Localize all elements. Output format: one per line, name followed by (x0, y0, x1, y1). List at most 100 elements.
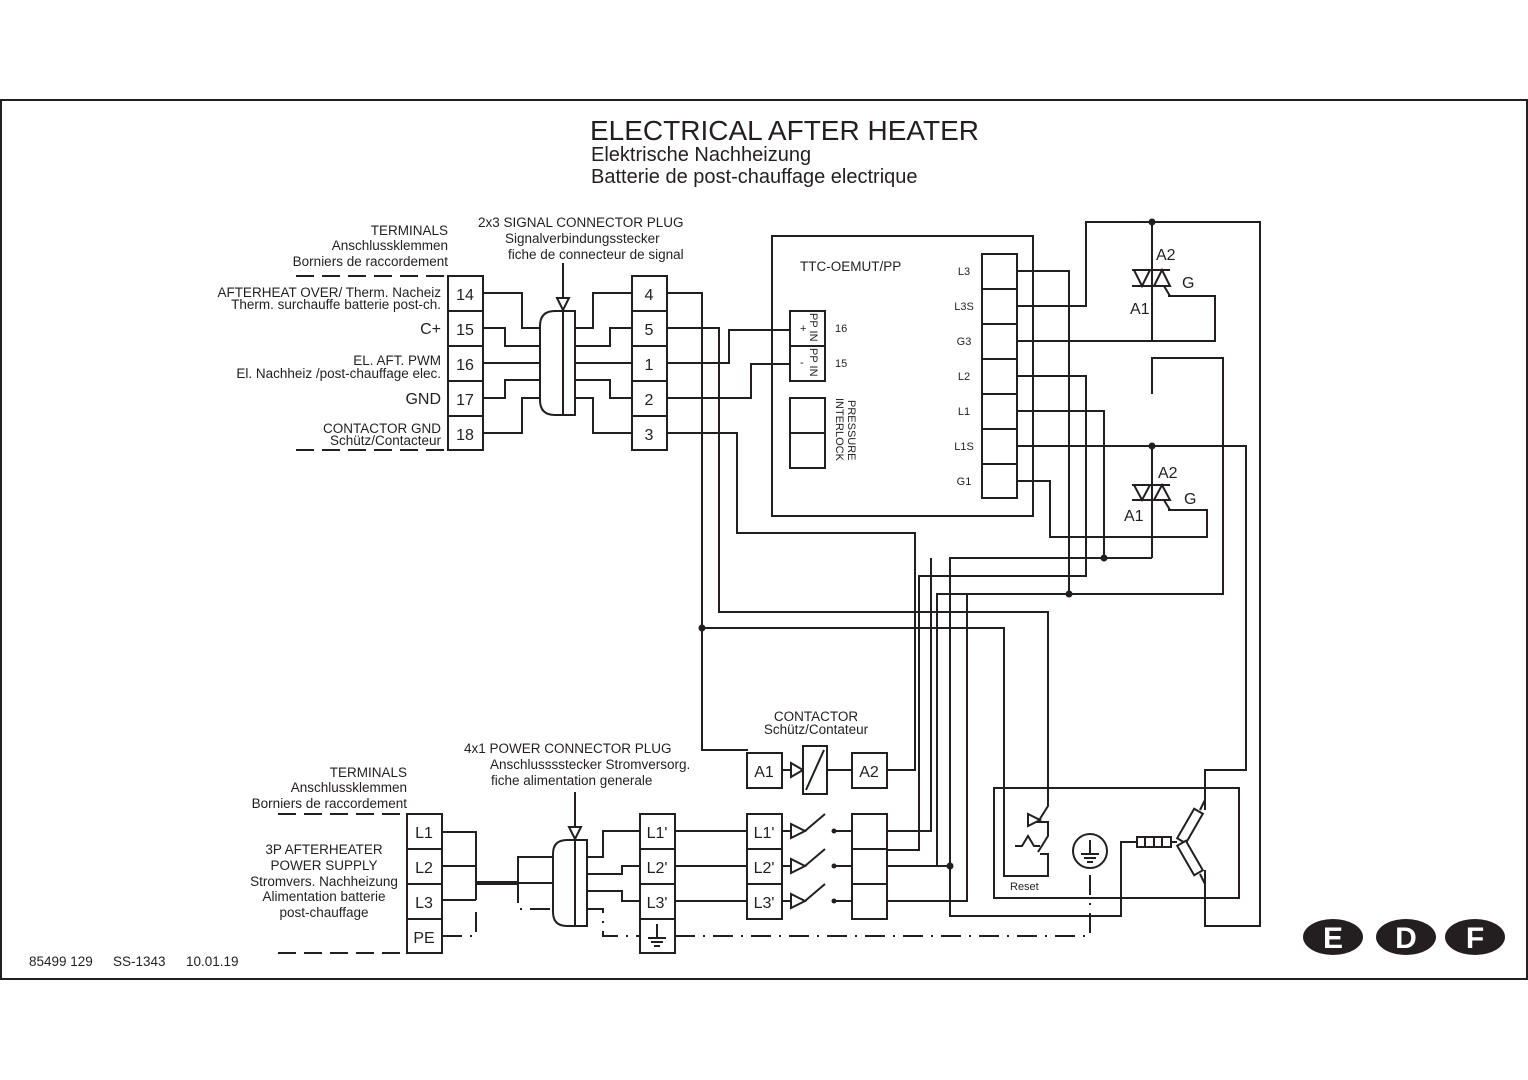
svg-text:post-chauffage: post-chauffage (279, 905, 368, 920)
earth-icon (648, 924, 666, 947)
plug-pin-2: 2 (645, 392, 654, 409)
thermal-reset-switch: Reset (1003, 612, 1049, 893)
svg-text:Borniers de raccordement: Borniers de raccordement (293, 254, 449, 269)
svg-text:L3': L3' (647, 895, 668, 912)
switch-icon (782, 813, 852, 910)
svg-text:INTERLOCK: INTERLOCK (833, 398, 845, 462)
title-de: Elektrische Nachheizung (591, 144, 811, 166)
svg-text:CONTACTOR GND: CONTACTOR GND (323, 421, 441, 436)
heater-elements-icon (1136, 799, 1206, 885)
reset-label: Reset (1010, 881, 1039, 893)
output-G3: G3 (957, 336, 972, 348)
svg-text:Alimentation batterie: Alimentation batterie (262, 889, 385, 904)
title-fr: Batterie de post-chauffage electrique (591, 166, 918, 188)
contactor-label: CONTACTOR Schütz/Contateur (764, 709, 869, 737)
svg-text:Anschlussklemmen: Anschlussklemmen (332, 238, 448, 253)
svg-text:POWER SUPPLY: POWER SUPPLY (270, 858, 377, 873)
controller-name: TTC-OEMUT/PP (800, 259, 901, 274)
language-badge-D[interactable]: D (1376, 919, 1436, 955)
triac-top: A2 G A1 (1130, 218, 1215, 340)
power-plug (552, 792, 640, 937)
contactor-coil: A1 A2 (746, 745, 888, 795)
language-badge-E[interactable]: E (1303, 919, 1363, 955)
output-L2: L2 (958, 371, 970, 383)
power-input-wires (442, 831, 554, 937)
signal-plug-label: 2x3 SIGNAL CONNECTOR PLUG Signalverbindu… (478, 215, 684, 262)
heater-enclosure (993, 787, 1240, 899)
output-G1: G1 (957, 476, 972, 488)
svg-text:Signalverbindungsstecker: Signalverbindungsstecker (505, 231, 660, 246)
svg-text:TERMINALS: TERMINALS (371, 223, 448, 238)
power-terminal-block: L1 L2 L3 PE (406, 813, 443, 954)
ss-number: SS-1343 (113, 954, 166, 969)
terminal-16: 16 (456, 357, 474, 374)
svg-text:L1': L1' (754, 825, 775, 842)
output-L1S: L1S (954, 441, 974, 453)
svg-text:EL. AFT. PWM: EL. AFT. PWM (353, 353, 441, 368)
svg-text:-: - (800, 357, 804, 369)
output-L3: L3 (958, 266, 970, 278)
signal-wires-right (575, 292, 632, 434)
language-badge-F[interactable]: F (1445, 919, 1505, 955)
svg-text:Stromvers. Nachheizung: Stromvers. Nachheizung (250, 874, 398, 889)
svg-text:D: D (1395, 922, 1417, 955)
signal-plug (539, 263, 576, 416)
svg-text:C+: C+ (420, 321, 441, 338)
plug-pin-5: 5 (645, 322, 654, 339)
svg-text:L2': L2' (647, 860, 668, 877)
terminal-L3: L3 (415, 895, 433, 912)
svg-text:PP IN: PP IN (807, 348, 819, 377)
svg-text:fiche de connecteur de signal: fiche de connecteur de signal (508, 247, 684, 262)
svg-text:fiche alimentation generale: fiche alimentation generale (491, 773, 652, 788)
terminal-17: 17 (456, 392, 474, 409)
power-terminals-description: 3P AFTERHEATER POWER SUPPLY Stromvers. N… (250, 842, 398, 920)
svg-text:L1': L1' (647, 825, 668, 842)
svg-text:G: G (1182, 275, 1194, 292)
svg-text:L2': L2' (754, 860, 775, 877)
svg-text:Borniers de raccordement: Borniers de raccordement (252, 796, 408, 811)
power-plug-label: 4x1 POWER CONNECTOR PLUG Anschlussssteck… (464, 741, 690, 788)
svg-text:Therm. surchauffe batterie pos: Therm. surchauffe batterie post-ch. (231, 297, 441, 312)
svg-text:3P AFTERHEATER: 3P AFTERHEATER (265, 842, 383, 857)
pe-line (675, 870, 1091, 937)
signal-terminal-labels: AFTERHEAT OVER/ Therm. Nacheiz Therm. su… (217, 285, 441, 448)
svg-text:E: E (1323, 922, 1343, 955)
svg-text:+: + (800, 323, 806, 335)
signal-wires-left (483, 292, 540, 434)
svg-text:Schütz/Contacteur: Schütz/Contacteur (330, 433, 442, 448)
svg-text:16: 16 (835, 323, 847, 335)
svg-text:L3': L3' (754, 895, 775, 912)
output-L3S: L3S (954, 301, 974, 313)
earth-symbol-icon (1072, 833, 1108, 869)
signal-terminals-header: TERMINALS Anschlussklemmen Borniers de r… (293, 223, 449, 269)
signal-terminal-block: 14 15 16 17 18 (447, 275, 484, 451)
svg-text:A1: A1 (1130, 301, 1150, 318)
svg-text:PP IN: PP IN (807, 313, 819, 342)
terminal-PE: PE (413, 930, 434, 947)
terminal-14: 14 (456, 287, 474, 304)
controller-outputs: L3 L3S G3 L2 L1 L1S G1 (954, 253, 1018, 499)
drawing-frame (0, 99, 1528, 980)
plug-pin-3: 3 (645, 427, 654, 444)
svg-text:2x3 SIGNAL CONNECTOR PLUG: 2x3 SIGNAL CONNECTOR PLUG (478, 215, 684, 230)
svg-text:G: G (1184, 491, 1196, 508)
controller-output-wires (887, 221, 1261, 927)
title-main: ELECTRICAL AFTER HEATER (590, 115, 979, 146)
svg-text:AFTERHEAT OVER/ Therm. Nacheiz: AFTERHEAT OVER/ Therm. Nacheiz (217, 285, 441, 300)
plug-pin-4: 4 (645, 287, 654, 304)
svg-text:F: F (1466, 922, 1484, 955)
terminal-15: 15 (456, 322, 474, 339)
signal-plug-pins: 4 5 1 2 3 (631, 275, 668, 451)
doc-number: 85499 129 (29, 954, 93, 969)
terminal-L1: L1 (415, 825, 433, 842)
svg-text:A2: A2 (1156, 247, 1176, 264)
contactor-poles: L1' L2' L3' (675, 558, 1137, 920)
svg-text:Anschlussklemmen: Anschlussklemmen (291, 780, 407, 795)
pressure-interlock: PRESSURE INTERLOCK (789, 397, 857, 469)
terminal-L2: L2 (415, 860, 433, 877)
svg-text:PRESSURE: PRESSURE (845, 400, 857, 461)
output-L1: L1 (958, 406, 970, 418)
power-plug-pins: L1' L2' L3' (639, 813, 676, 954)
svg-text:El. Nachheiz /post-chauffage e: El. Nachheiz /post-chauffage elec. (236, 366, 441, 381)
